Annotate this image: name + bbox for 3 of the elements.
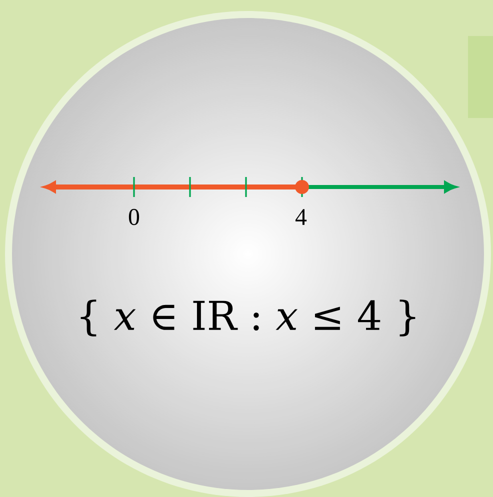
tick-label: 4 — [296, 209, 307, 225]
set-notation: { x ∈ IR : x ≤ 4 } — [80, 300, 416, 336]
tick-label: 0 — [128, 208, 140, 226]
